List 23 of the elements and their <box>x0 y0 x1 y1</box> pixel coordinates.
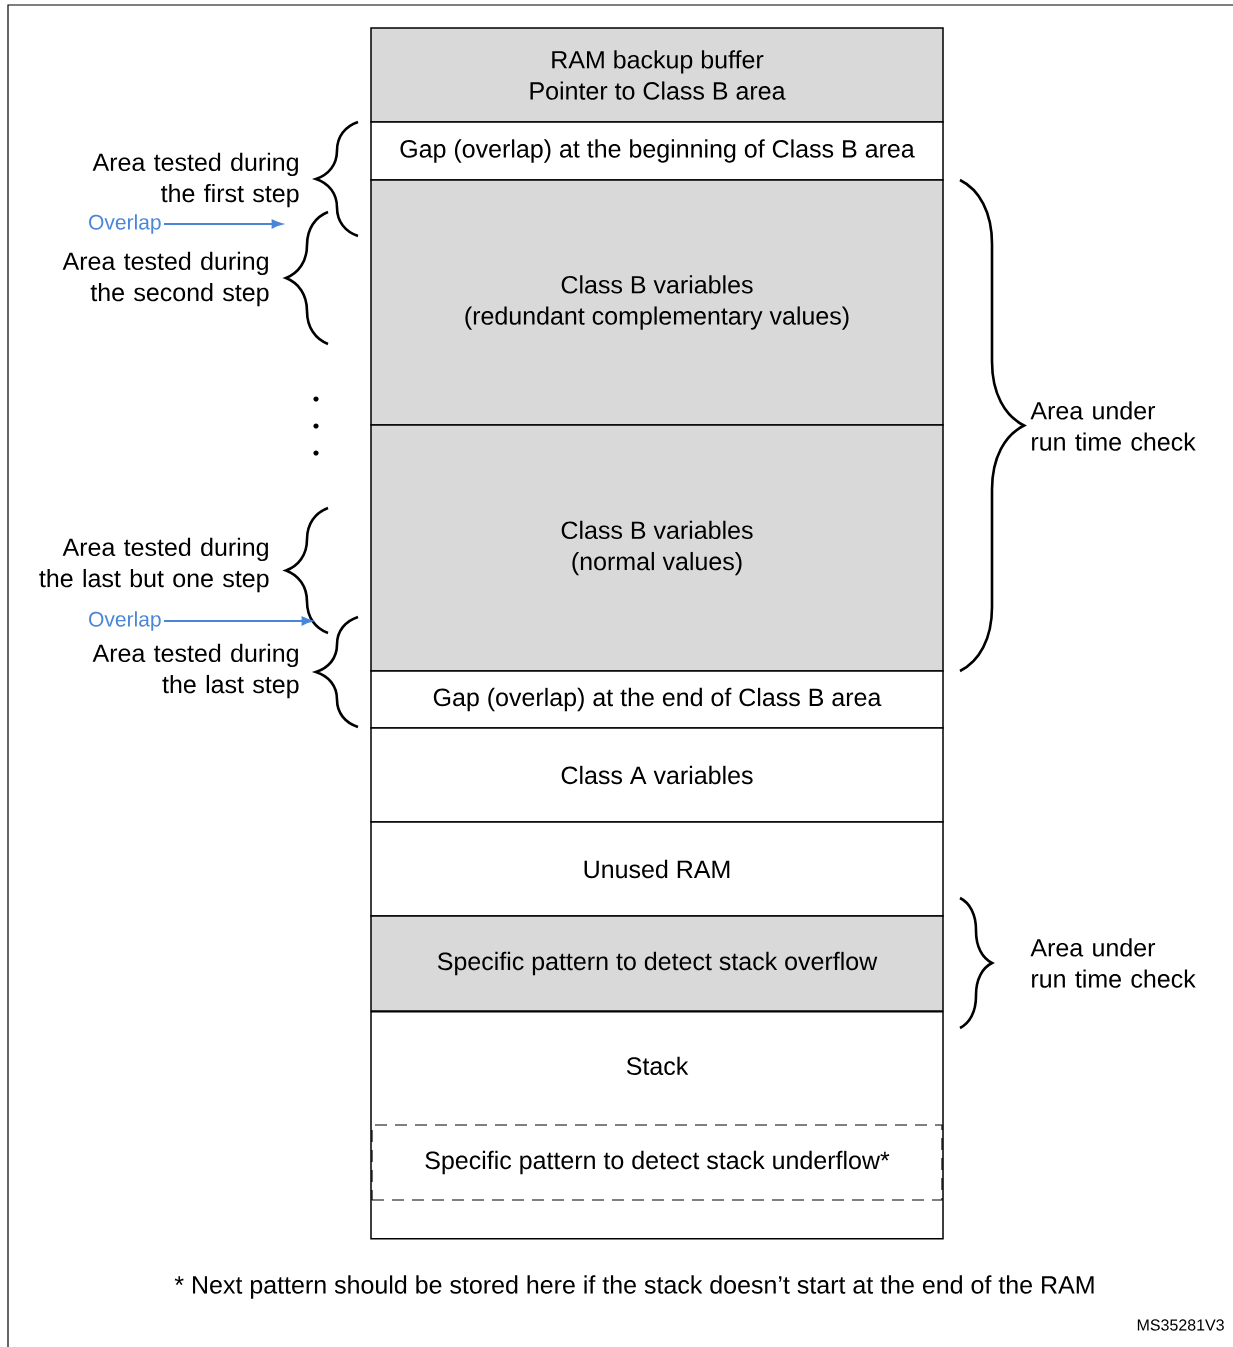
memory-block: Class A variables <box>370 727 944 823</box>
memory-block: Specific pattern to detect stack overflow <box>370 915 944 1012</box>
memory-block: Class B variables (normal values) <box>370 424 944 672</box>
annotation-text: Area under run time check <box>1030 938 1196 988</box>
memory-block: RAM backup buffer Pointer to Class B area <box>370 27 944 123</box>
overlap-label: Overlap <box>89 611 161 631</box>
footnote: * Next pattern should be stored here if the stack doesn’t start at the end of the RAM <box>174 1275 1094 1299</box>
arrow <box>163 219 283 229</box>
annotation-text: Area tested during the last step <box>92 643 299 699</box>
memory-block: Gap (overlap) at the end of Class B area <box>370 670 944 729</box>
annotation-text: Area tested during the first step <box>92 152 299 208</box>
annotation-text: Area under run time check <box>1030 401 1196 451</box>
brace <box>284 210 329 346</box>
overlap-label: Overlap <box>89 214 161 234</box>
memory-block: Gap (overlap) at the beginning of Class B area <box>370 121 944 181</box>
annotation-text: Area tested during the last but one step <box>39 537 269 593</box>
pattern-band: Specific pattern to detect stack underflow* <box>371 1124 943 1201</box>
arrow <box>163 616 313 626</box>
figure-id: MS35281V3 <box>1137 1319 1224 1331</box>
memory-block: Class B variables (redundant complementary values) <box>370 179 944 426</box>
annotation-text: Area tested during the second step <box>62 251 269 307</box>
memory-block: Unused RAM <box>370 821 944 917</box>
brace <box>314 615 359 729</box>
